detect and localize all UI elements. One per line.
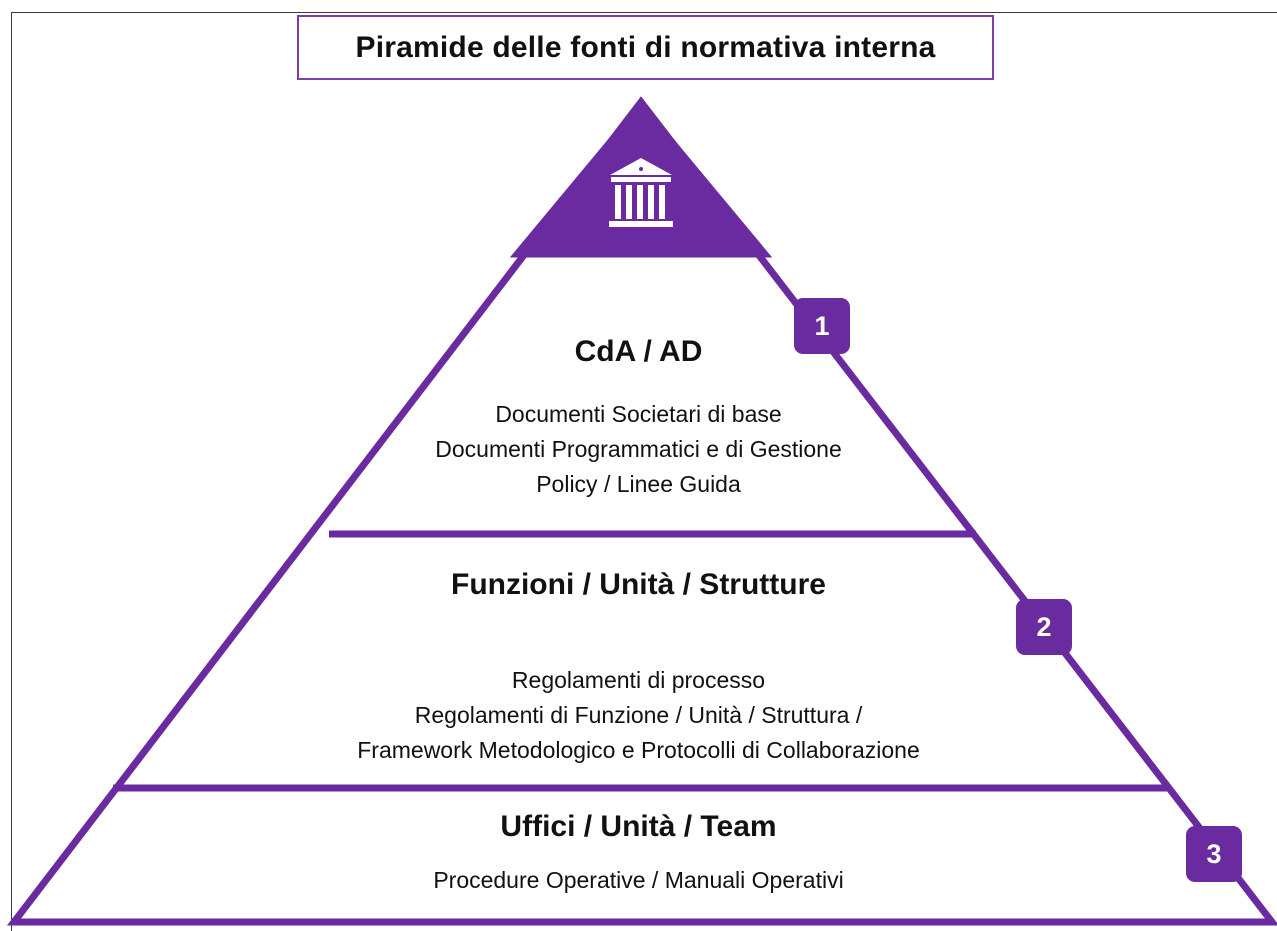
level-2-body: Regolamenti di processo Regolamenti di F… [0,663,1277,768]
level-1-heading: CdA / AD [574,335,703,368]
level-1-number-badge: 1 [794,298,850,354]
level-2-line-1: Regolamenti di processo [511,667,766,693]
level-3-number-badge: 3 [1186,826,1242,882]
level-2-line-2: Regolamenti di Funzione / Unità / Strutt… [414,702,863,728]
level-3-heading: Uffici / Unità / Team [500,810,777,843]
pyramid-outline [6,96,1277,926]
level-1-line-1: Documenti Societari di base [495,401,782,427]
level-2-number-badge: 2 [1016,599,1072,655]
diagram-frame [11,12,1277,931]
level-1-line-3: Policy / Linee Guida [536,471,741,497]
diagram-title: Piramide delle fonti di normativa intern… [355,30,936,64]
title-box: Piramide delle fonti di normativa intern… [297,15,994,80]
level-3-line-1: Procedure Operative / Manuali Operativi [433,867,844,893]
level-3-body: Procedure Operative / Manuali Operativi [0,863,1277,898]
bank-building-icon [609,158,673,227]
level-1-body: Documenti Societari di base Documenti Pr… [0,397,1277,502]
level-1-line-2: Documenti Programmatici e di Gestione [435,436,842,462]
level-2-line-3: Framework Metodologico e Protocolli di C… [357,737,920,763]
level-2-heading: Funzioni / Unità / Strutture [451,568,826,601]
